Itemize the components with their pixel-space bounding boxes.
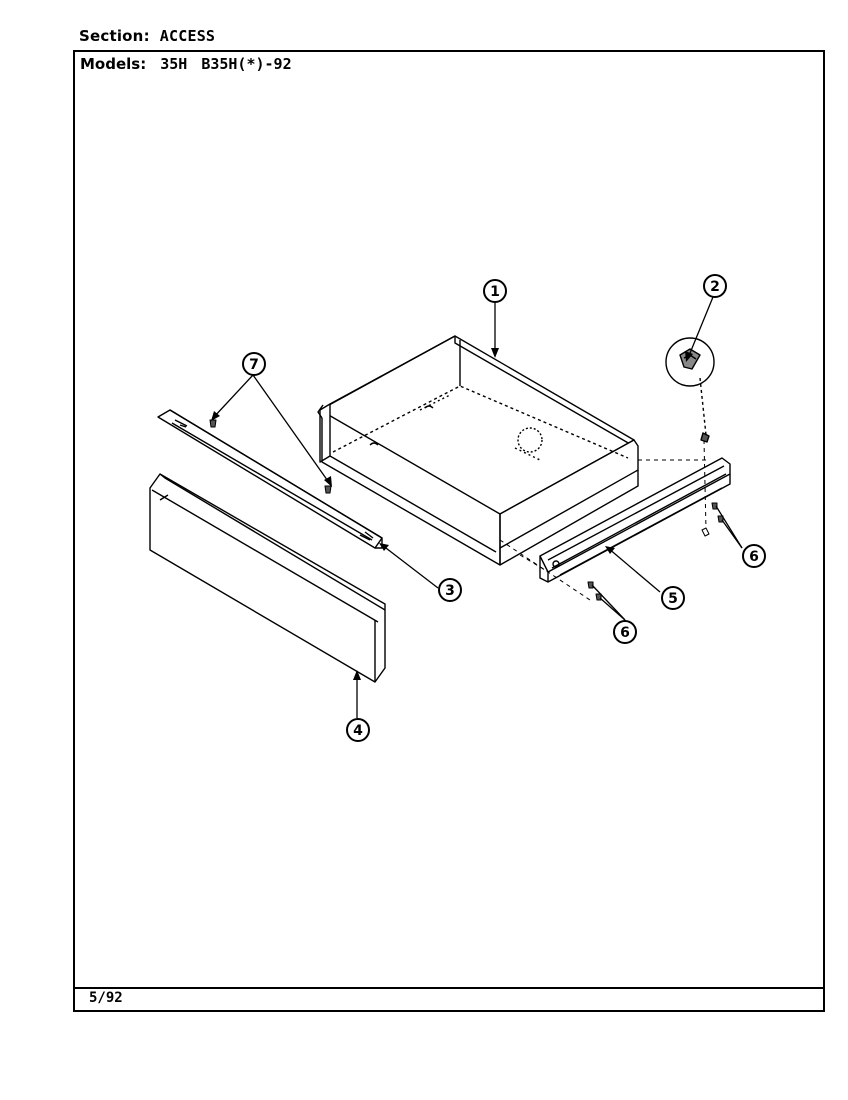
models-heading: Models: 35H B35H(*)-92 bbox=[80, 55, 292, 73]
callout-4: 4 bbox=[353, 723, 363, 739]
frame-footer: 5/92 bbox=[75, 987, 823, 1010]
callout-6-lower: 6 bbox=[620, 625, 630, 641]
revision-date: 5/92 bbox=[89, 990, 123, 1006]
front-brace-strip bbox=[157, 409, 383, 549]
model-35h: 35H bbox=[160, 55, 188, 73]
leader-arrowheads bbox=[211, 348, 693, 680]
callout-5: 5 bbox=[668, 591, 678, 607]
screws bbox=[209, 419, 724, 601]
drawer-box bbox=[317, 335, 639, 566]
section-heading: Section: ACCESS bbox=[79, 27, 215, 45]
drawer-front-panel bbox=[149, 473, 386, 683]
callout-6-right: 6 bbox=[749, 549, 759, 565]
callout-circles bbox=[242, 274, 766, 742]
callout-7: 7 bbox=[249, 357, 259, 373]
bumper-detail bbox=[665, 337, 715, 443]
model-b35h: B35H(*)-92 bbox=[201, 55, 292, 73]
models-label: Models: bbox=[80, 55, 147, 73]
callout-2: 2 bbox=[710, 279, 720, 295]
section-label: Section: bbox=[79, 27, 150, 45]
section-value: ACCESS bbox=[159, 27, 216, 45]
callout-1: 1 bbox=[490, 284, 500, 300]
callout-3: 3 bbox=[445, 583, 455, 599]
diagram-frame: Models: 35H B35H(*)-92 5/92 bbox=[73, 50, 825, 1012]
projection-lines bbox=[499, 439, 710, 601]
